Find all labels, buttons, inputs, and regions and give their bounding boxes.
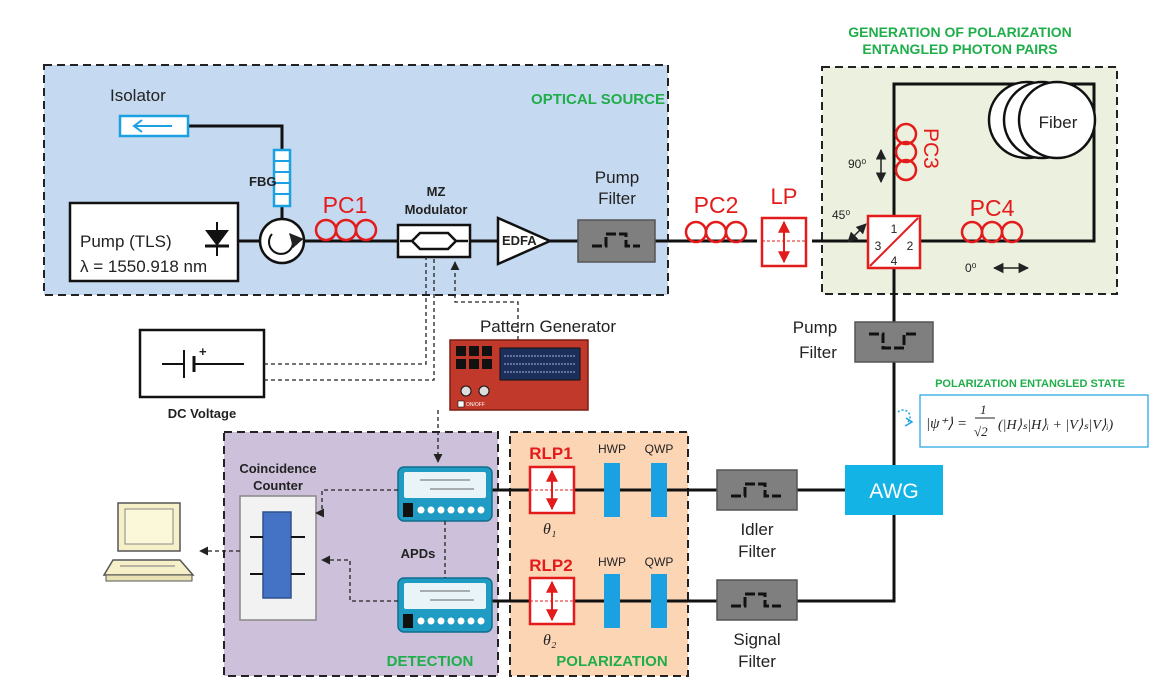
generation-title-line2: ENTANGLED PHOTON PAIRS <box>862 41 1057 57</box>
isolator <box>118 114 190 138</box>
pump-label: Pump (TLS) <box>80 232 172 251</box>
apds-label: APDs <box>401 546 436 561</box>
awg-label: AWG <box>869 480 918 503</box>
dc-voltage-source: + <box>138 328 266 399</box>
pump-filter1-line2: Filter <box>598 189 636 208</box>
pbs-port1: 1 <box>891 222 898 236</box>
pc4 <box>960 220 1024 244</box>
qwp1 <box>651 463 667 517</box>
pattern-onoff: ON/OFF <box>466 402 485 408</box>
hwp2 <box>604 574 620 628</box>
pc4-label: PC4 <box>970 195 1015 221</box>
svg-text:1: 1 <box>980 402 987 417</box>
optical-source-title: OPTICAL SOURCE <box>531 91 665 108</box>
fbg-label: FBG <box>249 174 276 189</box>
generation-title-line1: GENERATION OF POLARIZATION <box>848 24 1071 40</box>
hwp1 <box>604 463 620 517</box>
pc2-label: PC2 <box>694 192 739 218</box>
svg-text:(|H⟩ₛ|H⟩ᵢ + |V⟩ₛ|V⟩ᵢ): (|H⟩ₛ|H⟩ᵢ + |V⟩ₛ|V⟩ᵢ) <box>998 418 1114 433</box>
linear-polarizer <box>760 216 808 268</box>
pc1 <box>314 218 378 242</box>
pbs-port3: 3 <box>875 239 882 253</box>
pbs-port2: 2 <box>907 239 914 253</box>
pbs: 1 2 3 4 <box>866 214 922 270</box>
rlp1-label: RLP1 <box>529 444 572 463</box>
qwp2 <box>651 574 667 628</box>
signal-filter <box>716 579 798 621</box>
pc3-label: PC3 <box>919 128 942 169</box>
fiber-spool <box>987 80 1097 160</box>
mz-label-line1: MZ <box>427 184 446 199</box>
rlp2 <box>528 576 576 626</box>
coincidence-line2: Counter <box>253 478 303 493</box>
pump-filter2 <box>854 321 934 363</box>
hwp2-label: HWP <box>598 555 626 569</box>
angle-45-label: 45⁰ <box>832 208 850 222</box>
idler-line2: Filter <box>738 542 776 561</box>
angle-90-label: 90⁰ <box>848 157 866 171</box>
pc1-label: PC1 <box>323 192 368 218</box>
pc3 <box>894 122 918 182</box>
fiber-label: Fiber <box>1039 113 1078 132</box>
isolator-label: Isolator <box>110 86 166 105</box>
pump-wavelength: λ = 1550.918 nm <box>80 257 207 276</box>
angle-0-label: 0⁰ <box>965 261 977 275</box>
awg: AWG <box>845 465 943 515</box>
idler-line1: Idler <box>740 520 773 539</box>
electrical-links <box>199 257 519 602</box>
pump-filter1 <box>577 219 656 263</box>
rlp2-label: RLP2 <box>529 556 572 575</box>
qwp1-label: QWP <box>645 442 674 456</box>
mz-modulator <box>396 223 472 259</box>
coincidence-counter <box>239 495 317 621</box>
rlp1 <box>528 465 576 515</box>
entangled-state-formula: |ψ⁺⟩ = 1 √2 (|H⟩ₛ|H⟩ᵢ + |V⟩ₛ|V⟩ᵢ) <box>919 394 1149 448</box>
diode-icon <box>205 222 229 256</box>
link-icon <box>897 409 914 427</box>
signal-line1: Signal <box>733 630 780 649</box>
theta2-label: θ₂ <box>543 632 557 649</box>
coincidence-line1: Coincidence <box>239 461 316 476</box>
pattern-generator: ON/OFF <box>449 339 589 411</box>
signal-line2: Filter <box>738 652 776 671</box>
fbg <box>272 148 292 208</box>
pc2 <box>684 220 748 244</box>
mz-label-line2: Modulator <box>405 202 468 217</box>
pump-filter2-line1: Pump <box>793 318 837 337</box>
pattern-generator-label: Pattern Generator <box>480 317 616 336</box>
entangled-state-title: POLARIZATION ENTANGLED STATE <box>935 378 1125 390</box>
pump-filter2-line2: Filter <box>799 343 837 362</box>
fiber-paths <box>188 82 1096 603</box>
pbs-port4: 4 <box>891 254 898 268</box>
pump-filter1-line1: Pump <box>595 168 639 187</box>
dc-voltage-label: DC Voltage <box>168 406 236 421</box>
computer-icon <box>102 502 195 582</box>
svg-text:|ψ⁺⟩ =: |ψ⁺⟩ = <box>926 416 967 432</box>
apd-2 <box>397 577 493 633</box>
detection-title: DETECTION <box>387 653 474 670</box>
theta1-label: θ₁ <box>543 521 556 538</box>
qwp2-label: QWP <box>645 555 674 569</box>
pump-laser: Pump (TLS) λ = 1550.918 nm <box>68 201 240 283</box>
lp-label: LP <box>771 184 798 209</box>
hwp1-label: HWP <box>598 442 626 456</box>
idler-filter <box>716 469 798 511</box>
angle-45-arrow <box>847 223 867 243</box>
svg-text:√2: √2 <box>974 424 988 439</box>
edfa: EDFA <box>496 216 554 266</box>
svg-text:+: + <box>199 344 207 359</box>
apd-1 <box>397 466 493 522</box>
edfa-label: EDFA <box>502 233 537 248</box>
circulator <box>258 217 306 265</box>
polarization-title: POLARIZATION <box>556 653 667 670</box>
